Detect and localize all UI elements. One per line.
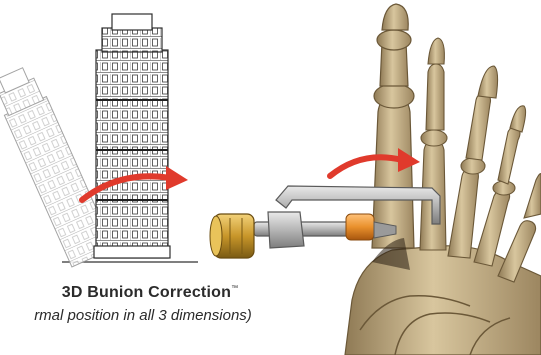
foot-skeleton-illustration xyxy=(330,4,541,355)
caption-block: 3D Bunion Correction™ rmal position in a… xyxy=(0,284,300,324)
leaning-tower-illustration xyxy=(0,14,198,267)
caption-title: 3D Bunion Correction™ xyxy=(0,284,300,302)
upright-tower xyxy=(94,14,170,258)
trademark-symbol: ™ xyxy=(231,285,238,292)
caption-title-text: 3D Bunion Correction xyxy=(62,284,231,301)
caption-subtitle: rmal position in all 3 dimensions) xyxy=(0,307,300,324)
big-toe-bones xyxy=(372,4,414,248)
